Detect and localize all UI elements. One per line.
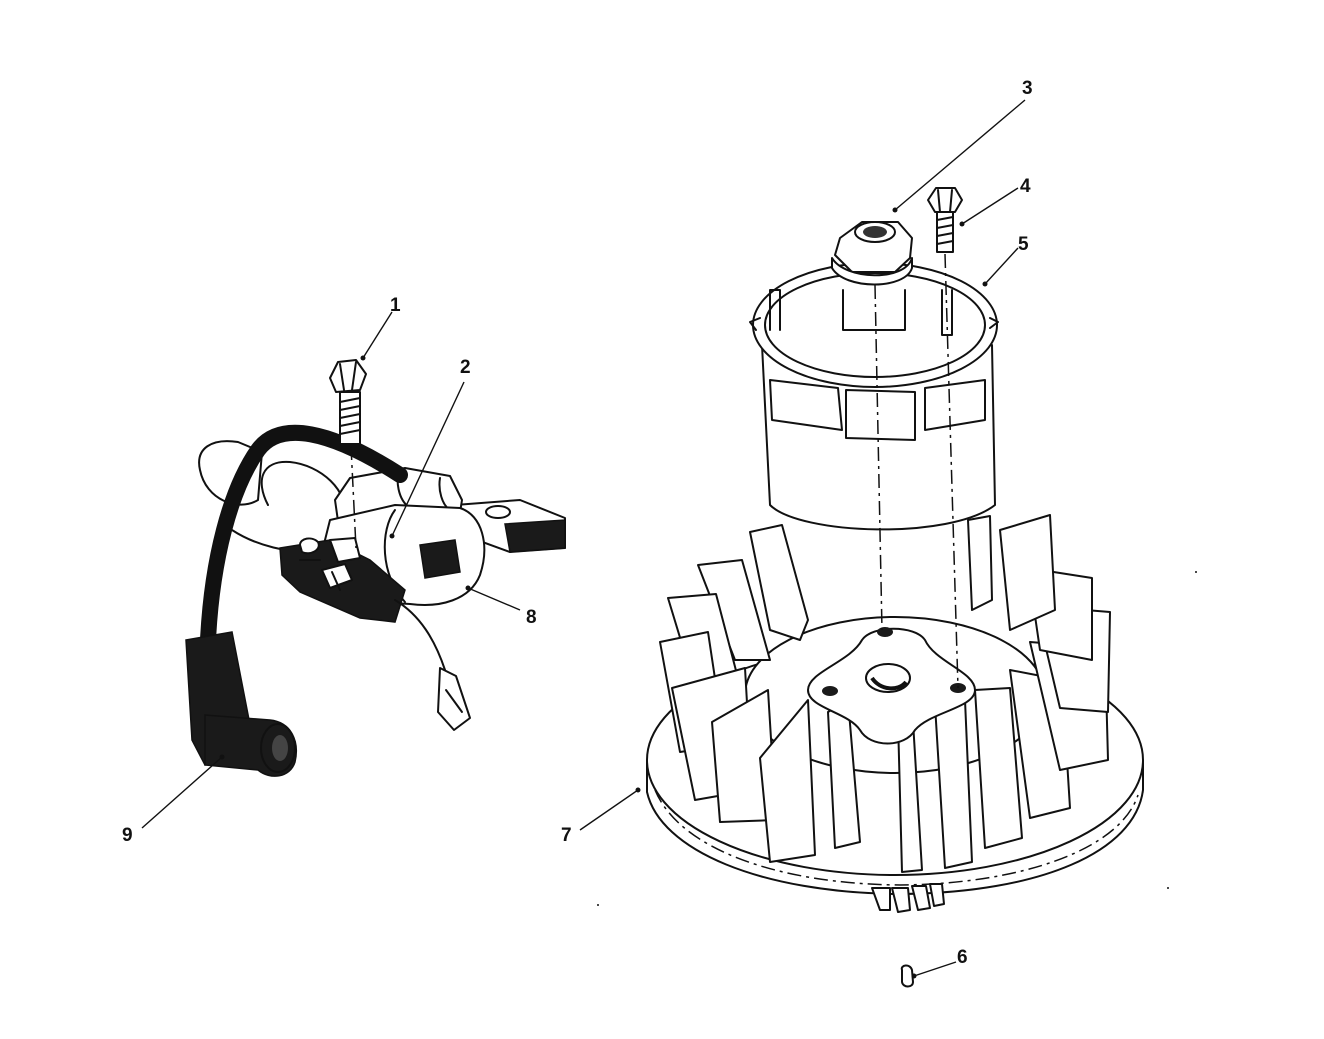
leader-5 (984, 247, 1019, 285)
ignition-coil-assembly (185, 424, 566, 777)
callout-3: 3 (1022, 78, 1033, 99)
cooling-fins (659, 514, 1111, 873)
leader-7 (579, 789, 639, 831)
leader-1 (362, 311, 393, 359)
callout-1: 1 (390, 295, 401, 316)
leader-3 (894, 99, 1026, 211)
leader-4 (961, 187, 1019, 225)
flywheel (646, 514, 1144, 913)
callout-2: 2 (460, 357, 471, 378)
flywheel-nut (831, 221, 913, 631)
rotating-screen (749, 262, 999, 531)
screen-screw (927, 187, 963, 689)
callout-9: 9 (122, 825, 133, 846)
leader-lines (141, 99, 1026, 979)
leader-8 (467, 587, 521, 611)
callout-6: 6 (957, 947, 968, 968)
coil-mounting-screw (329, 359, 367, 549)
callout-7: 7 (561, 825, 572, 846)
leader-6 (913, 961, 957, 977)
callout-8: 8 (526, 607, 537, 628)
leader-9 (141, 756, 223, 829)
callout-5: 5 (1018, 234, 1029, 255)
callout-4: 4 (1020, 176, 1031, 197)
flywheel-key (900, 964, 914, 988)
leader-2 (391, 381, 465, 537)
